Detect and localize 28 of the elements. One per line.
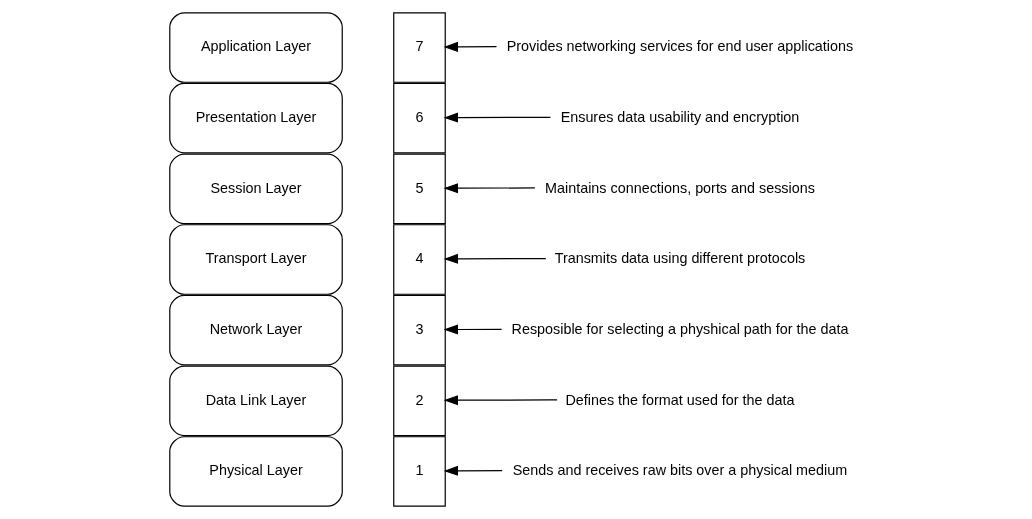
arrow <box>443 395 558 406</box>
arrow <box>443 112 551 123</box>
node-text: Sends and receives raw bits over a physical medium <box>512 462 847 479</box>
node-box: 5 <box>392 153 446 225</box>
node-text: Maintains connections, ports and sessions <box>544 179 815 196</box>
node-box: Data Link Layer <box>168 365 343 437</box>
node-text: Defines the format used for the data <box>564 391 795 408</box>
node-box: Transport Layer <box>168 224 343 295</box>
node-text: Transmits data using different protocols <box>554 250 805 267</box>
node-box: 1 <box>392 436 446 507</box>
node-box: 7 <box>392 12 446 83</box>
node-text: Resposible for selecting a physhical path for the data <box>511 320 848 337</box>
node-text: Ensures data usability and encryption <box>560 108 799 125</box>
node-box: 3 <box>392 294 446 366</box>
arrow <box>443 324 502 335</box>
node-box: Physical Layer <box>168 436 343 507</box>
arrow <box>443 41 497 52</box>
arrow <box>443 183 535 194</box>
node-text: Provides networking services for end user applications <box>506 38 853 55</box>
node-box: 2 <box>392 365 446 437</box>
node-box: Application Layer <box>168 12 343 83</box>
node-box: Network Layer <box>168 294 343 366</box>
node-box: Session Layer <box>168 153 343 225</box>
node-box: 6 <box>392 82 446 154</box>
arrow <box>443 253 546 264</box>
node-box: Presentation Layer <box>168 82 343 154</box>
node-box: 4 <box>392 224 446 295</box>
arrow <box>443 465 503 476</box>
